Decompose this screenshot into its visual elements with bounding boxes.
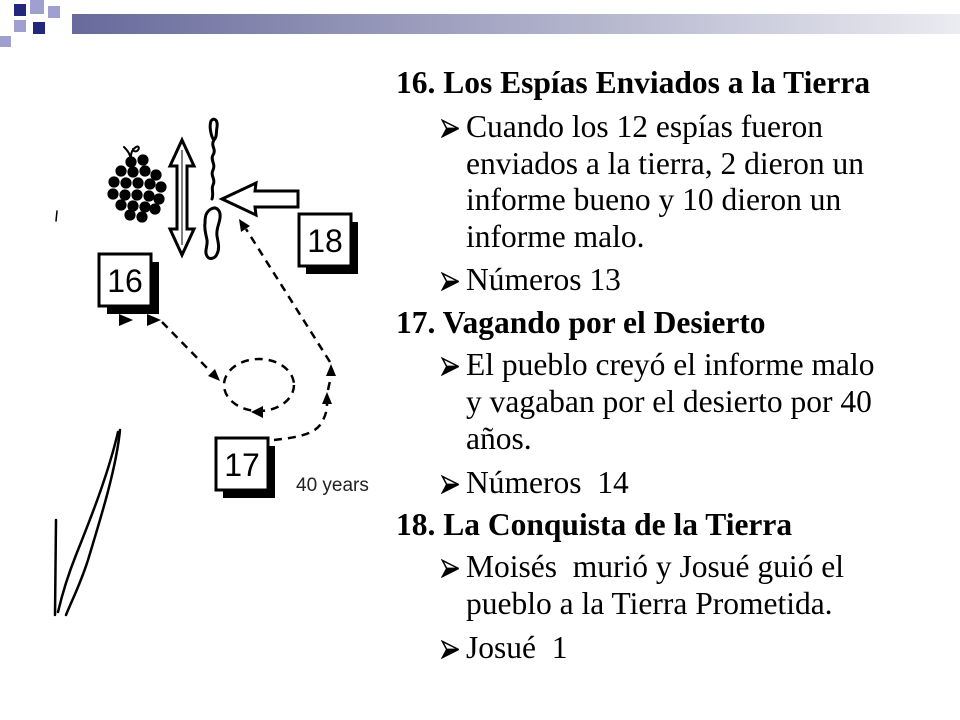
- grape: [136, 211, 148, 223]
- arrowhead-bullet-icon: [441, 357, 459, 376]
- bullet-line: Números 13: [466, 262, 621, 297]
- bullet-line: Cuando los 12 espías fueron: [466, 109, 823, 144]
- grape-stem: [123, 145, 140, 157]
- jordan-river: [203, 117, 222, 260]
- arrowhead-bullet-icon: [441, 640, 459, 659]
- arrowhead-bullet-icon: [441, 475, 459, 494]
- dead-sea: [203, 206, 222, 260]
- left-arrow-icon: [218, 180, 300, 218]
- bullet-line: Moisés murió y Josué guió el: [466, 549, 844, 584]
- route-segment: [273, 403, 329, 442]
- arrowhead: [326, 364, 336, 376]
- arrowhead: [251, 406, 263, 418]
- box-frame: [97, 252, 153, 308]
- wandering-circle: [222, 357, 296, 413]
- grape: [125, 156, 137, 168]
- section-heading: 18. La Conquista de la Tierra: [396, 507, 793, 542]
- grape: [127, 200, 139, 212]
- grape: [120, 177, 132, 189]
- bullet-line: Números 14: [466, 465, 629, 500]
- bullet-line: Josué 1: [466, 630, 568, 665]
- bullet-line: El pueblo creyó el informe malo: [466, 347, 875, 382]
- box-label-16: 16: [107, 263, 143, 299]
- grape: [132, 177, 144, 189]
- grape: [137, 154, 149, 166]
- arrowhead: [208, 369, 220, 381]
- grape: [107, 188, 119, 200]
- coast-edge: [53, 518, 58, 617]
- box-frame: [297, 212, 353, 268]
- grape: [139, 165, 151, 177]
- box-frame: [214, 436, 270, 492]
- grape: [115, 165, 127, 177]
- bullet-line: y vagaban por el desierto por 40: [466, 384, 872, 419]
- arrowhead: [239, 219, 250, 232]
- grape: [144, 178, 156, 190]
- sea-of-galilee: [208, 117, 219, 143]
- route-segment: [161, 321, 212, 373]
- route-segment: [244, 228, 332, 363]
- decor-square: [30, 0, 44, 14]
- map-edge-mark: [55, 210, 58, 222]
- decor-square: [14, 4, 26, 16]
- grape: [127, 166, 139, 178]
- grape: [119, 189, 131, 201]
- decor-square: [0, 36, 11, 47]
- river-line: [210, 138, 216, 201]
- section-heading: 17. Vagando por el Desierto: [396, 305, 766, 340]
- location-box-17: 17: [214, 436, 275, 498]
- coast-edge: [64, 428, 122, 617]
- grape: [131, 189, 143, 201]
- bullet-line: pueblo a la Tierra Prometida.: [466, 586, 833, 621]
- location-box-16: 16: [97, 252, 159, 314]
- grape: [124, 209, 136, 221]
- journey-map: 18 16 17 40 years: [53, 117, 369, 617]
- grape: [115, 199, 127, 211]
- bullet-line: años.: [466, 421, 532, 456]
- arrowhead: [119, 314, 133, 326]
- route-segment: [326, 377, 333, 391]
- decor-square: [33, 22, 45, 34]
- section-heading: 16. Los Espías Enviados a la Tierra: [396, 65, 871, 100]
- grapes-icon: [107, 145, 167, 223]
- location-box-18: 18: [297, 212, 358, 274]
- arrowhead: [322, 392, 332, 404]
- bullet-line: enviados a la tierra, 2 dieron un: [466, 146, 864, 181]
- arrowhead-bullet-icon: [441, 559, 459, 578]
- arrowhead-bullet-icon: [441, 272, 459, 291]
- box-label-17: 17: [224, 447, 260, 483]
- decor-square: [48, 6, 60, 18]
- header-gradient-bar: [72, 14, 960, 34]
- decor-square: [14, 20, 26, 32]
- grape: [155, 181, 167, 193]
- grape: [150, 169, 162, 181]
- arrowhead-bullet-icon: [441, 119, 459, 138]
- arrowhead: [147, 314, 161, 326]
- grape: [149, 203, 161, 215]
- grape: [108, 176, 120, 188]
- coastline: [53, 210, 122, 617]
- bullet-line: informe bueno y 10 dieron un: [466, 182, 842, 217]
- grape: [153, 193, 165, 205]
- grape: [139, 201, 151, 213]
- grape: [143, 190, 155, 202]
- bullet-line: informe malo.: [466, 219, 645, 254]
- route-arrowheads: [119, 219, 336, 418]
- coast-edge: [56, 430, 120, 614]
- box-label-18: 18: [307, 223, 343, 259]
- duration-label: 40 years: [296, 475, 369, 496]
